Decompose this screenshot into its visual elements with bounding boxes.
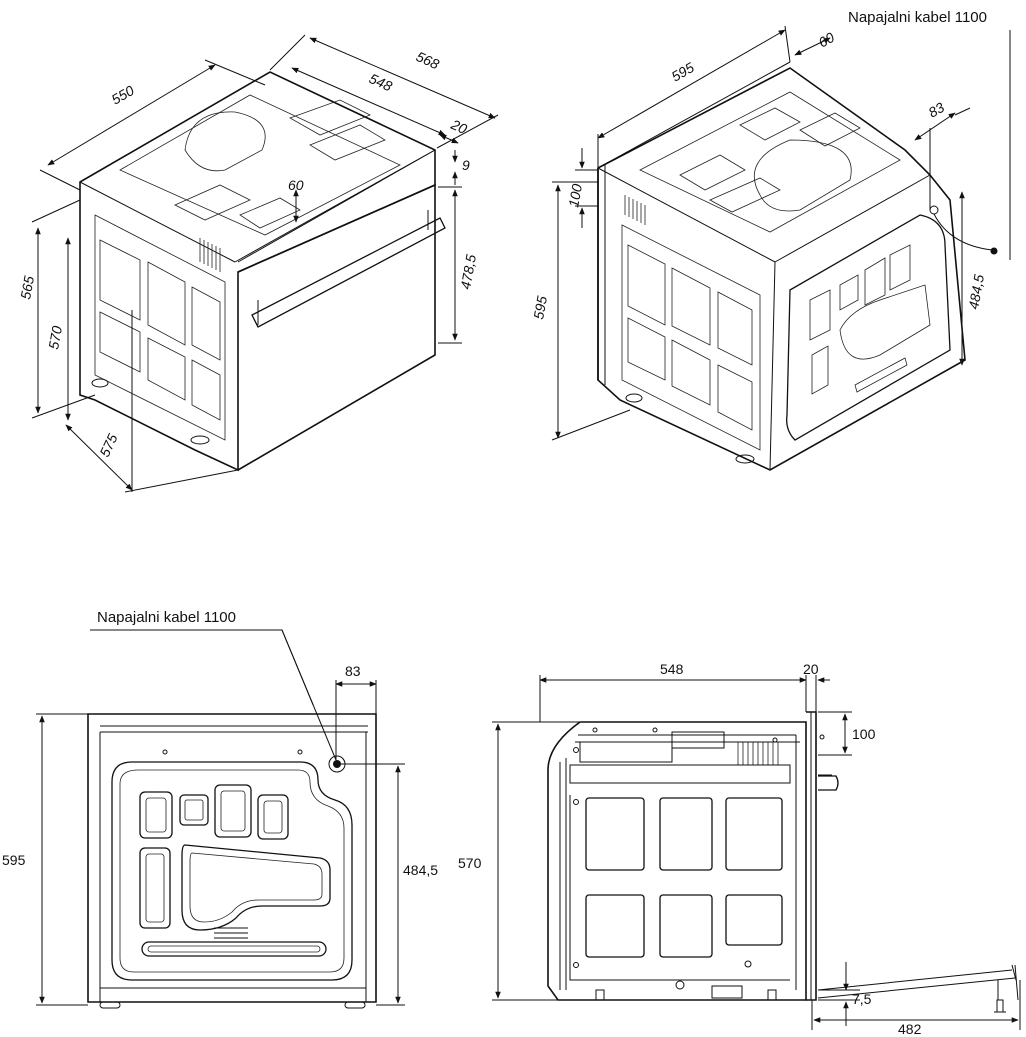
dim-550: 550	[109, 82, 137, 108]
dim-548-side: 548	[660, 661, 684, 677]
dim-478-5: 478,5	[457, 253, 479, 290]
dim-570-front: 570	[45, 325, 65, 351]
dim-100-rear: 100	[565, 183, 585, 209]
dim-484-5-rear-elev: 484,5	[403, 862, 438, 878]
dim-548: 548	[367, 70, 395, 94]
dim-568: 568	[414, 48, 442, 72]
rear-elevation-drawing	[80, 629, 385, 1015]
dim-60-rear: 60	[816, 29, 838, 51]
view-top-right-isometric-rear: Napajalni kabel 1100 595 60	[530, 9, 1011, 471]
dim-83-rear: 83	[926, 99, 948, 121]
view-bottom-right-side-elevation	[547, 711, 1019, 1013]
view-top-left-isometric-front: 550 568 548 20 9 60 478,5 565 570 575	[17, 34, 499, 493]
dim-565: 565	[17, 275, 37, 301]
bottom-left-dims: 83 595 484,5	[2, 663, 438, 1006]
dim-20: 20	[448, 116, 470, 137]
dim-83-rear-elev: 83	[345, 663, 361, 679]
dim-9: 9	[462, 157, 470, 173]
dim-482-side: 482	[898, 1021, 922, 1037]
dim-570-side: 570	[458, 855, 482, 871]
dim-7-5-side: 7,5	[852, 991, 872, 1007]
dim-100-side: 100	[852, 726, 876, 742]
bottom-right-dims: 548 20 100 570 7,5 482	[458, 661, 1021, 1037]
dim-60-front: 60	[288, 177, 304, 193]
dim-575: 575	[96, 431, 120, 459]
dim-484-5-rear: 484,5	[965, 273, 987, 310]
power-cable-label-bottom: Napajalni kabel 1100	[97, 609, 236, 626]
dim-20-side: 20	[803, 661, 819, 677]
dim-595-rear-elev: 595	[2, 852, 26, 868]
dim-595-width: 595	[669, 59, 697, 85]
power-cable-label-top: Napajalni kabel 1100	[848, 9, 987, 26]
dim-595-height: 595	[530, 295, 550, 321]
